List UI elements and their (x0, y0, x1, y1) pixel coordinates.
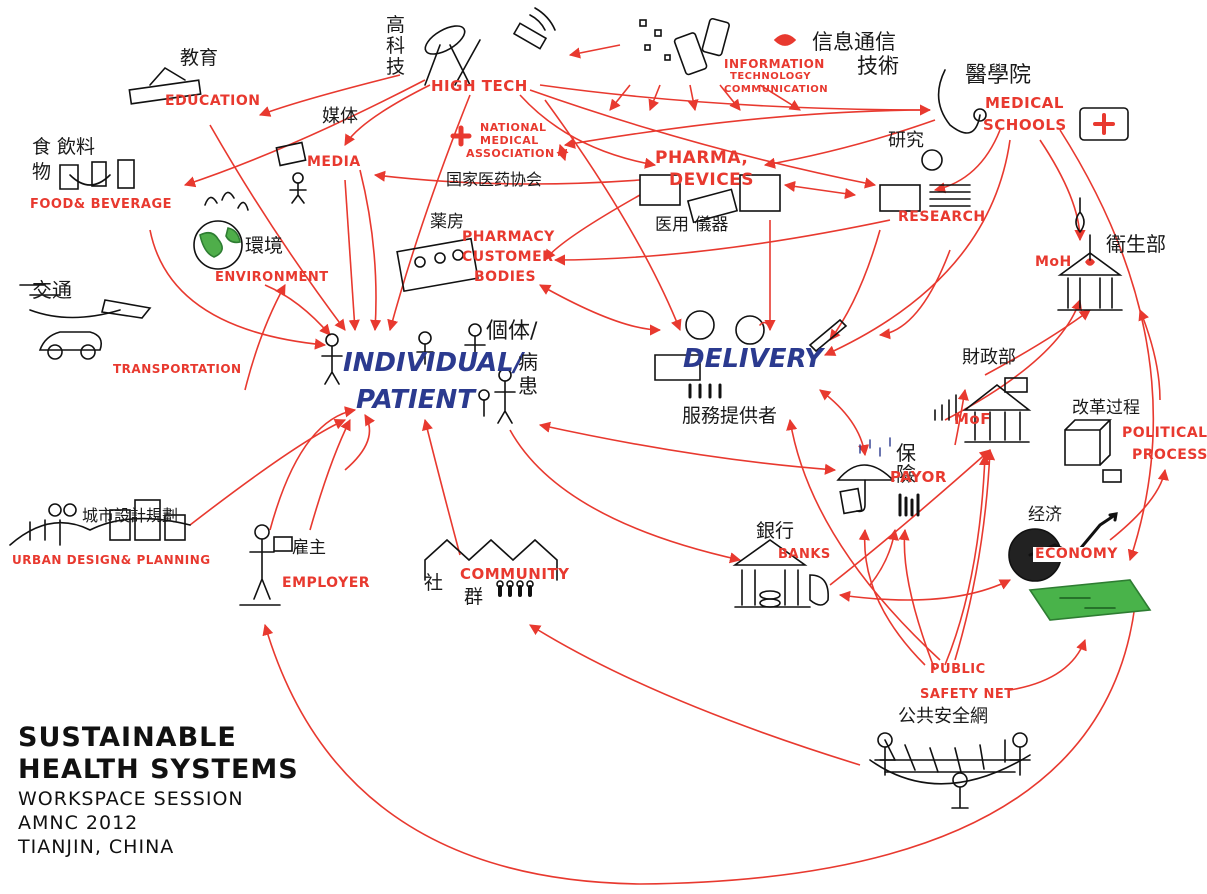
research-icon (879, 149, 971, 212)
community-label: COMMUNITY (460, 565, 570, 583)
community-zh-label-1: 社 (424, 572, 444, 594)
title-line-2: HEALTH SYSTEMS (18, 754, 299, 786)
title-line-1: SUSTAINABLE (18, 722, 237, 753)
patient-zh-label-2: 病患 (518, 350, 538, 398)
satellite-dish-icon (424, 7, 556, 86)
devices-label: DEVICES (669, 170, 755, 190)
pharmacy-label: PHARMACY (462, 229, 555, 245)
delivery-label: DELIVERY (683, 344, 823, 374)
government-building-icon (1057, 234, 1123, 311)
red-cross-icon (450, 125, 472, 147)
medical-devices-icon (639, 174, 781, 224)
community-houses-icon (424, 538, 558, 597)
nma-national-label: NATIONAL (480, 121, 547, 134)
safety-net-icon (869, 732, 1031, 809)
mof-label: MoF (954, 410, 991, 428)
communication-label: COMMUNICATION (724, 84, 829, 95)
caduceus-icon (1075, 197, 1085, 233)
payor-zh-label: 保險 (896, 441, 916, 486)
transportation-label: TRANSPORTATION (113, 362, 242, 376)
medical-schools-zh-label: 醫學院 (965, 63, 1032, 88)
umbrella-icon (836, 437, 920, 517)
nma-zh-label: 国家医药协会 (446, 170, 543, 189)
vehicles-icon (19, 284, 152, 360)
media-label: MEDIA (307, 154, 361, 170)
environment-label: ENVIRONMENT (215, 270, 329, 285)
connection-arrows (149, 44, 1169, 885)
employer-label: EMPLOYER (282, 575, 371, 591)
finance-building-icon (934, 377, 1032, 443)
banks-zh-label: 銀行 (756, 520, 795, 542)
employer-zh-label: 雇主 (292, 538, 326, 558)
people-icon (321, 323, 516, 424)
info-comm-zh-label: 信息通信 (812, 30, 896, 54)
session-label: WORKSPACE SESSION (18, 787, 244, 810)
info-tech-zh-label: 技術 (857, 54, 899, 78)
pharma-zh-label: 医用 儀器 (655, 215, 729, 235)
media-zh-label: 媒体 (322, 106, 358, 127)
environment-zh-label: 環境 (245, 235, 284, 257)
pharmacy-zh-label: 薬房 (430, 212, 464, 232)
bodies-label: BODIES (474, 269, 537, 285)
technology-label: TECHNOLOGY (730, 71, 811, 82)
customer-label: CUSTOMER (462, 249, 554, 265)
individual-label: INDIVIDUAL/ (343, 348, 524, 378)
political-label: POLITICAL (1122, 425, 1207, 441)
city-skyline-icon (9, 499, 191, 546)
transport-zh-label: 交通 (32, 278, 72, 302)
bank-icon (732, 539, 829, 608)
community-zh-label-2: 群 (464, 586, 484, 608)
ballot-box-icon (1064, 419, 1122, 483)
schools-label: SCHOOLS (983, 116, 1067, 134)
nma-medical-label: MEDICAL (480, 134, 539, 147)
political-zh-label: 改革过程 (1072, 398, 1140, 418)
pharmacy-shelf-icon (396, 237, 479, 293)
food-drinks-icon (59, 159, 135, 190)
economy-label: ECONOMY (1033, 546, 1120, 562)
research-label: RESEARCH (898, 209, 986, 225)
delivery-zh-label: 服務提供者 (682, 405, 778, 427)
urban-zh-label: 城市設計規劃 (82, 506, 179, 525)
pharma-label: PHARMA, (655, 148, 749, 168)
laptop-icon (275, 141, 307, 204)
public-label: PUBLIC (930, 662, 986, 677)
research-zh-label: 研究 (888, 130, 924, 151)
high-tech-zh-label: 高科技 (386, 14, 406, 78)
mof-zh-label: 財政部 (962, 347, 1016, 368)
moh-label: MoH (1035, 254, 1072, 270)
patient-zh-label-1: 個体/ (486, 319, 538, 344)
books-icon (128, 66, 202, 105)
safety-net-zh-label: 公共安全網 (898, 706, 988, 727)
stethoscope-icon (937, 69, 1129, 141)
food-beverage-label: FOOD& BEVERAGE (30, 197, 172, 212)
doctors-icon (654, 310, 848, 399)
education-label: EDUCATION (165, 93, 261, 109)
globe-icon (193, 191, 249, 270)
safety-net-label: SAFETY NET (920, 687, 1014, 702)
location-label: TIANJIN, CHINA (18, 836, 175, 859)
high-tech-label: HIGH TECH (431, 77, 528, 95)
title-block: SUSTAINABLE HEALTH SYSTEMS WORKSPACE SES… (18, 722, 299, 860)
employer-icon (239, 524, 293, 606)
moh-zh-label: 衛生部 (1106, 232, 1166, 256)
payor-label: PAYOR (890, 468, 947, 486)
urban-design-label: URBAN DESIGN& PLANNING (12, 553, 211, 567)
economy-globe-icon (1008, 512, 1152, 621)
patient-label: PATIENT (356, 385, 475, 415)
information-label: INFORMATION (724, 57, 825, 71)
medical-label: MEDICAL (985, 94, 1064, 112)
food-zh-label-1: 食 飲料 (32, 136, 96, 158)
mobile-devices-icon (639, 17, 730, 76)
food-zh-label-2: 物 (32, 161, 52, 183)
banks-label: BANKS (778, 547, 831, 562)
process-label: PROCESS (1132, 447, 1207, 463)
event-label: AMNC 2012 (18, 812, 139, 835)
economy-zh-label: 经济 (1028, 505, 1062, 525)
nma-association-label: ASSOCIATION (466, 147, 555, 160)
lips-icon (773, 34, 797, 46)
education-zh-label: 教育 (180, 47, 219, 69)
